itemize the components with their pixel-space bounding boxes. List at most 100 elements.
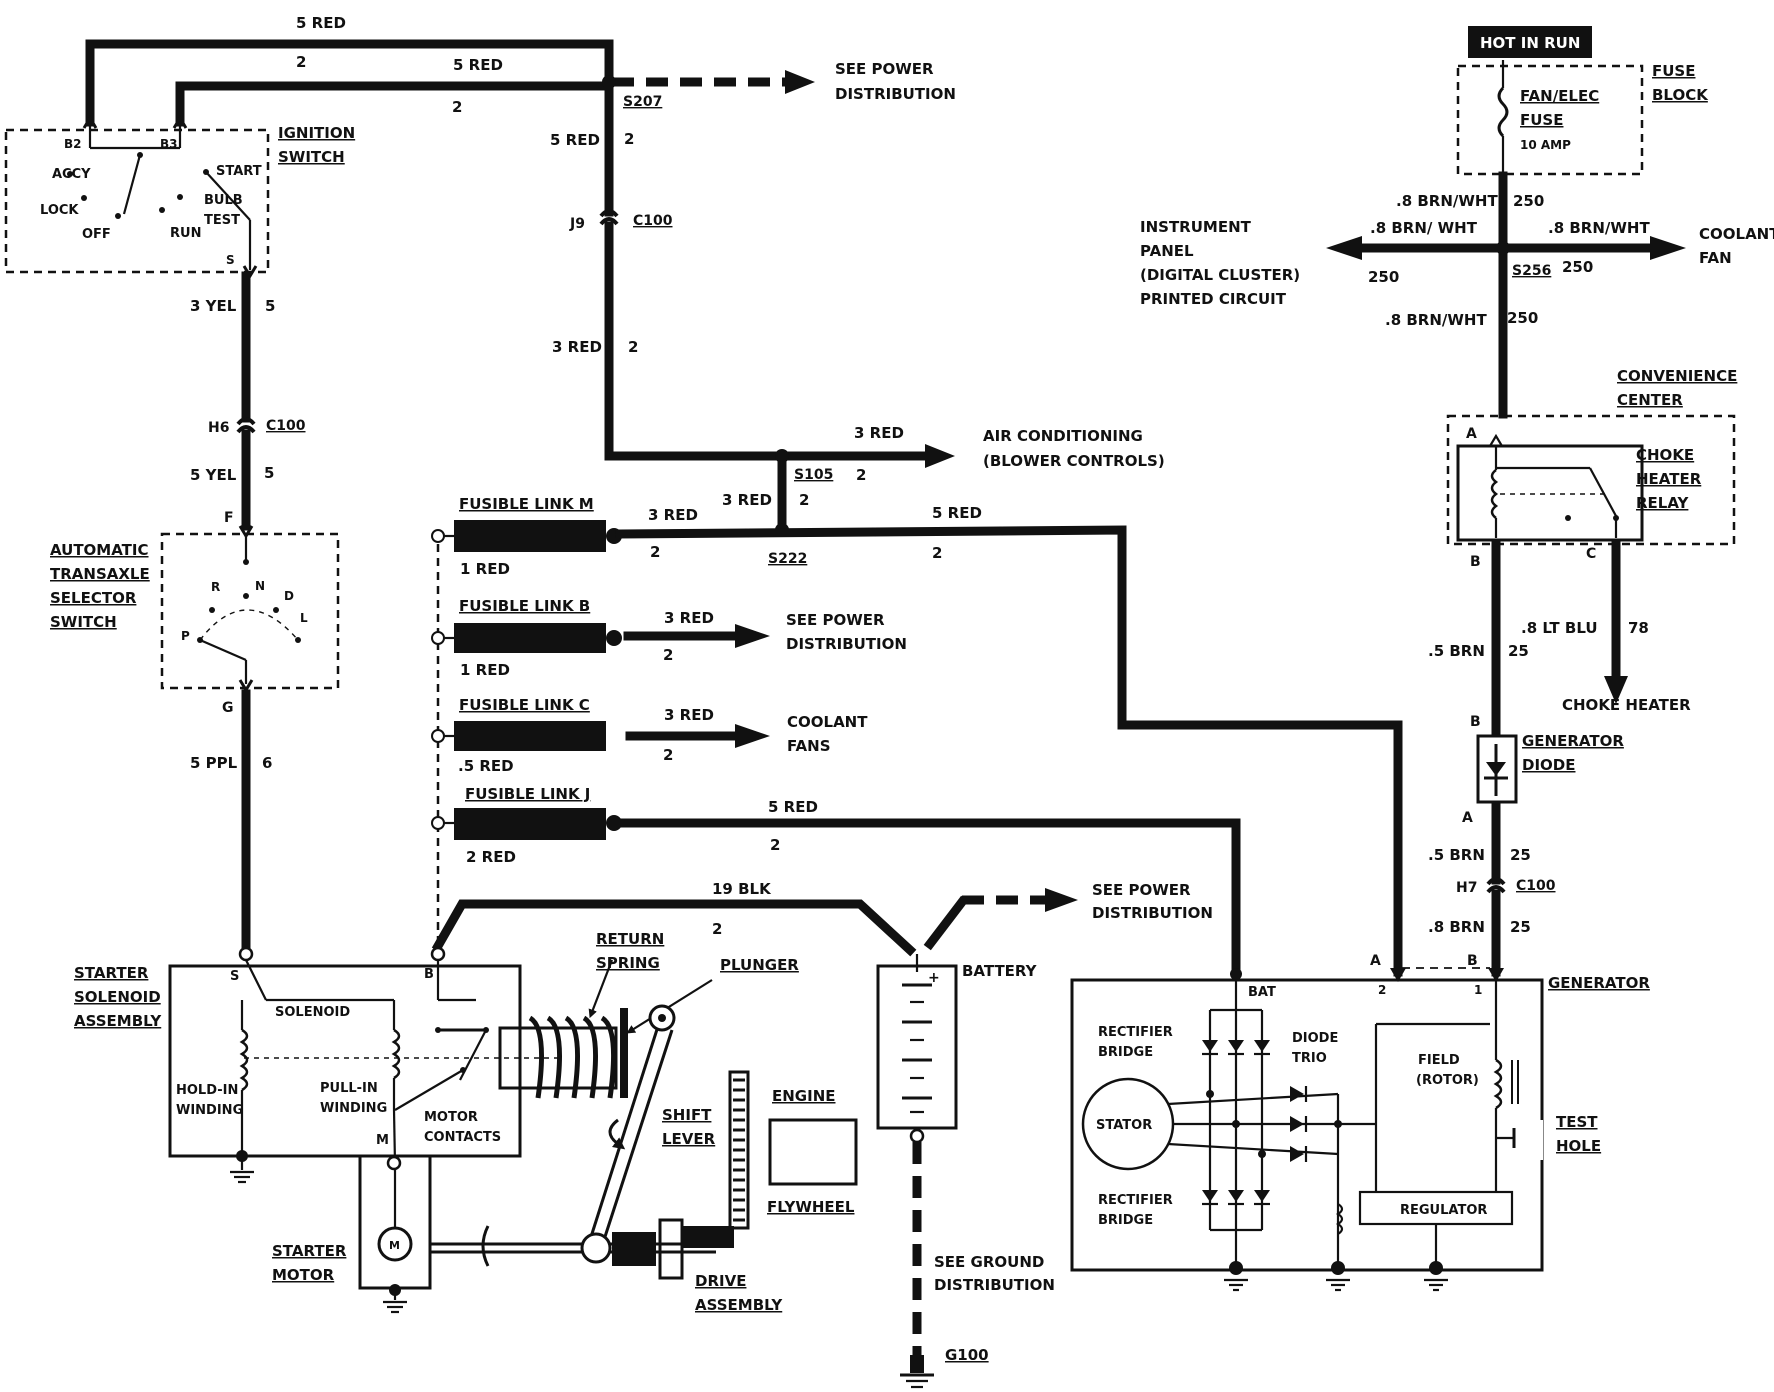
see-power-distribution-3b: DISTRIBUTION [1092,904,1213,922]
shift-lever-label: SHIFT [662,1106,712,1124]
ign-off-label: OFF [82,227,111,242]
ign-s-label: S [226,253,235,267]
svg-text:+: + [928,970,940,986]
diode-pin-a: A [1462,810,1473,826]
air-conditioning-label: AIR CONDITIONING [983,427,1143,445]
splice-s256-label: S256 [1512,263,1551,279]
generator-pin-a: A [1370,953,1381,969]
generator [1070,967,1544,1292]
see-power-distribution-2b: DISTRIBUTION [786,635,907,653]
pull-in-label: PULL-IN [320,1081,378,1096]
choke-heater-relay-label-3: RELAY [1636,494,1690,512]
blower-controls-label: (BLOWER CONTROLS) [983,452,1165,470]
circuit-number: 6 [262,754,272,772]
see-power-arrow-2 [735,624,770,648]
circuit-number: 2 [650,543,660,561]
ign-accy-label: ACCY [52,167,91,182]
wire-label: 5 RED [768,798,818,816]
wire-label: 1 RED [460,661,510,679]
circuit-number: 2 [452,98,462,116]
ats-title-3: SELECTOR [50,589,137,607]
circuit-number: 2 [770,836,780,854]
return-spring-label: RETURN [596,930,664,948]
fusible-link-c [454,721,606,751]
see-power-arrow-1 [785,70,815,94]
ignition-switch-title: IGNITION [278,124,355,142]
rectifier-bridge-bottom: RECTIFIER [1098,1193,1173,1208]
generator-diode-label: GENERATOR [1522,732,1624,750]
fusible-link-c-label: FUSIBLE LINK C [459,696,590,714]
hold-in-label-2: WINDING [176,1103,243,1118]
fusible-links [431,520,1403,977]
ignition-switch-title-2: SWITCH [278,148,345,166]
choke-heater-relay [1446,414,1736,737]
wire-label: 5 RED [453,56,503,74]
diode-pin-b: B [1470,714,1481,730]
wire-label: 3 RED [854,424,904,442]
fusible-link-m-label: FUSIBLE LINK M [459,495,594,513]
pin-b-label: B [424,967,434,982]
wire-label: 5 YEL [190,466,237,484]
wire-label: .5 BRN [1428,846,1485,864]
see-power-distribution-1: SEE POWER [835,60,934,78]
drive-assembly-label-2: ASSEMBLY [695,1296,783,1314]
plunger-spring [498,959,713,1247]
fusible-link-m [454,520,606,552]
connector-h7-label: H7 [1456,880,1477,896]
instrument-panel-label: INSTRUMENT [1140,218,1252,236]
coolant-fans-arrow [735,724,770,748]
ground-g100-label: G100 [945,1346,989,1364]
starter-solenoid-title-2: SOLENOID [74,988,161,1006]
circuit-number: 2 [296,53,306,71]
circuit-number: 25 [1510,846,1531,864]
generator-diode-label-2: DIODE [1522,756,1575,774]
circuit-number: 2 [799,491,809,509]
engine-flywheel [728,1070,858,1230]
circuit-number: 5 [264,464,274,482]
starter-solenoid-title-3: ASSEMBLY [74,1012,162,1030]
coolant-fan-arrow [1650,236,1686,260]
connector-h6-label: H6 [208,420,229,436]
gear-l-label: L [300,611,308,625]
circuit-number: 2 [932,544,942,562]
wire-label: 1 RED [460,560,510,578]
ign-start-label: START [216,164,262,179]
wire-label: .8 BRN/WHT [1396,192,1498,210]
circuit-number: 250 [1368,268,1399,286]
ac-arrow [925,444,955,468]
circuit-number: 25 [1510,918,1531,936]
wire-label: 3 RED [552,338,602,356]
see-power-arrow-3 [1045,888,1078,912]
relay-pin-c: C [1586,546,1596,562]
diode-trio-label-2: TRIO [1292,1051,1327,1066]
gear-n-label: N [255,579,265,593]
motor-m-label: M [389,1239,400,1252]
wire-label: 5 PPL [190,754,238,772]
connector-c100-right-label: C100 [1516,878,1556,894]
rectifier-bridge-bottom-2: BRIDGE [1098,1213,1153,1228]
wire-label: 19 BLK [712,880,772,898]
generator-label: GENERATOR [1548,974,1650,992]
choke-heater-relay-label: CHOKE [1636,446,1694,464]
diode-trio-label: DIODE [1292,1031,1338,1046]
circuit-number: 250 [1507,309,1538,327]
generator-grounds [1224,1261,1448,1292]
fusible-link-b-label: FUSIBLE LINK B [459,597,590,615]
bat-terminal-label: BAT [1248,985,1276,1000]
wire-label: 3 RED [664,706,714,724]
wire-label: 5 RED [296,14,346,32]
starter-solenoid-title: STARTER [74,964,149,982]
wire-label: .8 BRN [1428,918,1485,936]
fuse-block-label: FUSE [1652,62,1695,80]
fuse-block-label-2: BLOCK [1652,86,1709,104]
hot-in-run-label: HOT IN RUN [1480,34,1580,52]
ats-title-1: AUTOMATIC [50,541,149,559]
fuse-label: FAN/ELEC [1520,87,1599,105]
ign-lock-label: LOCK [40,203,79,218]
see-power-distribution-1b: DISTRIBUTION [835,85,956,103]
ats-title-2: TRANSAXLE [50,565,150,583]
wire-label: 5 RED [550,131,600,149]
circuit-number: 250 [1562,258,1593,276]
splice-s207-label: S207 [623,94,662,110]
